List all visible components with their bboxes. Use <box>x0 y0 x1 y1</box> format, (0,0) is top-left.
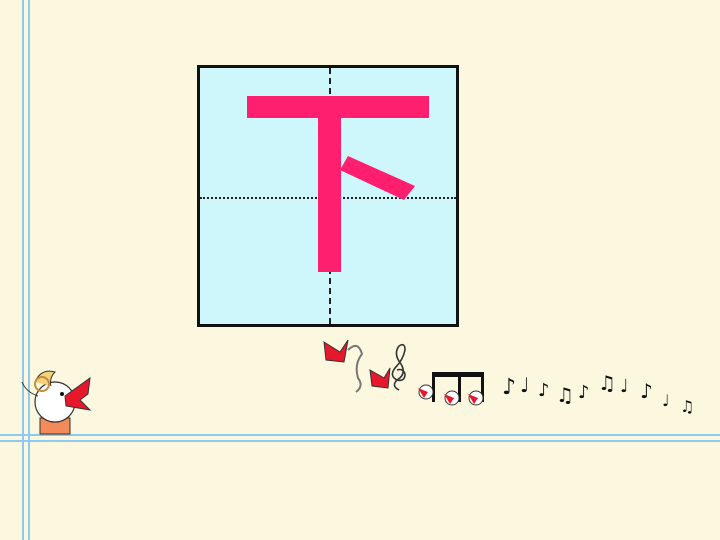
svg-text:♫: ♫ <box>556 383 574 407</box>
svg-text:♪: ♪ <box>538 380 550 401</box>
border-line-left-1 <box>22 0 24 540</box>
svg-text:♪: ♪ <box>640 379 653 403</box>
svg-text:♪: ♪ <box>502 375 516 400</box>
hen-icon <box>21 370 92 435</box>
border-line-bottom-1 <box>0 434 720 436</box>
treble-clef-icon <box>391 343 406 391</box>
svg-text:♩: ♩ <box>520 373 529 397</box>
svg-text:♫: ♫ <box>598 371 616 395</box>
svg-text:♩: ♩ <box>662 391 670 410</box>
svg-text:♩: ♩ <box>620 376 629 397</box>
music-notes-icon: ♪ ♩ ♪ ♫ ♪ ♫ ♩ ♪ ♩ ♫ <box>418 371 694 416</box>
svg-text:♪: ♪ <box>578 382 590 403</box>
character-grid: 下 <box>197 65 459 327</box>
singing-birds-icon <box>323 339 391 393</box>
character-xia: 下 <box>247 96 429 272</box>
svg-text:♫: ♫ <box>680 397 694 416</box>
border-line-left-2 <box>28 0 30 540</box>
border-line-bottom-2 <box>0 440 720 442</box>
